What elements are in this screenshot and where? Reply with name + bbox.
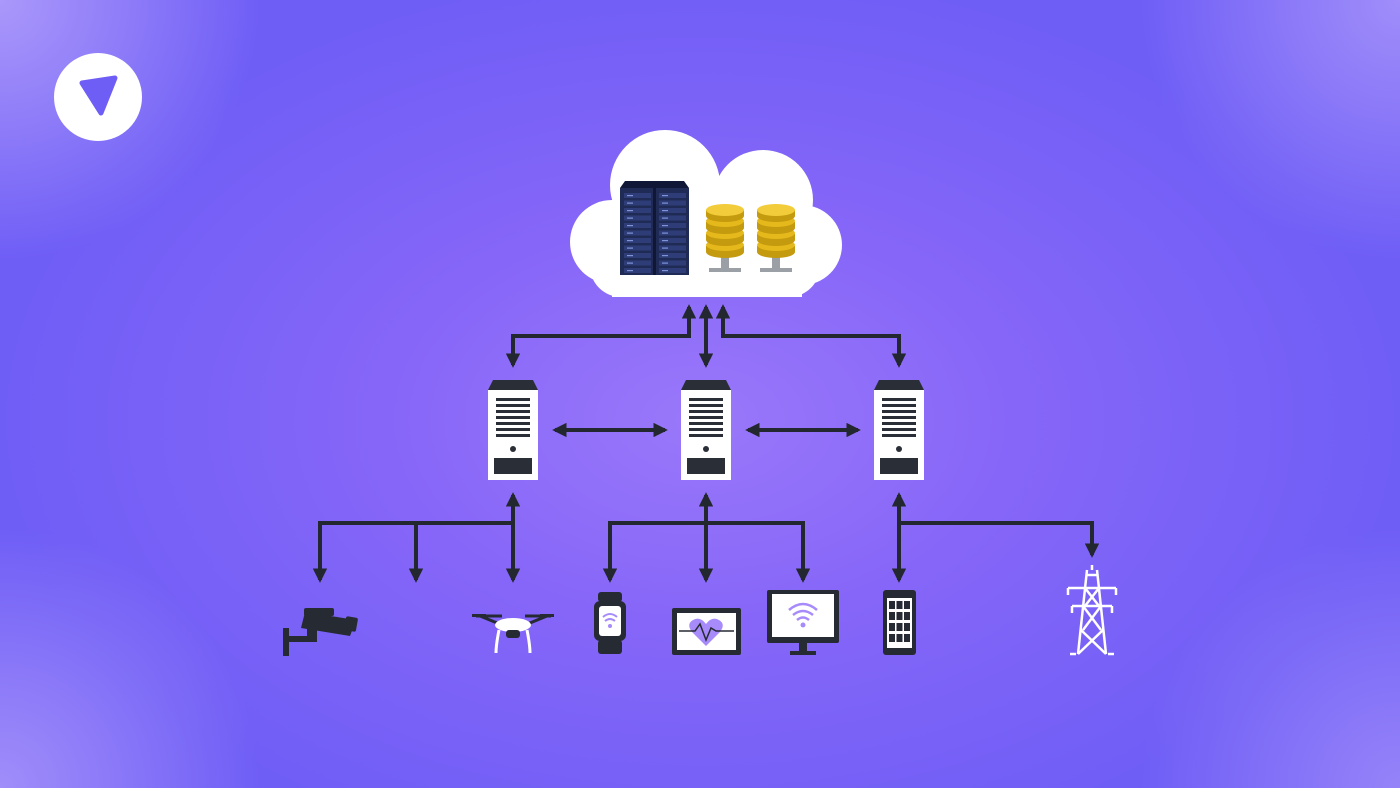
rack-led [662, 210, 668, 212]
connectors [312, 304, 1100, 583]
power-tower-icon [1066, 565, 1118, 656]
rack-slot [624, 193, 651, 198]
rack-slot [624, 223, 651, 228]
rack-led [627, 225, 633, 227]
rack-slot [624, 215, 651, 221]
phone-app-tile [904, 612, 910, 620]
rack-led [662, 225, 668, 227]
server-rack-icon [620, 181, 689, 275]
rack-led [662, 195, 668, 197]
rack-led [627, 210, 633, 212]
rack-slot [624, 208, 651, 213]
rack-led [662, 247, 668, 249]
rack-slot [659, 193, 686, 198]
rack-slot [624, 200, 651, 206]
phone-app-tile [904, 601, 910, 609]
rack-slot [624, 238, 651, 243]
rack-slot [659, 253, 686, 258]
connector-cloud-right [715, 304, 907, 368]
desktop-monitor-icon [767, 590, 839, 655]
rack-led [662, 217, 668, 219]
rack-slot [624, 268, 651, 273]
connector-left-branch [312, 521, 513, 583]
rack-led [627, 240, 633, 242]
rack-slot [659, 230, 686, 236]
edge-server-right[interactable] [874, 380, 924, 480]
phone-app-tile [889, 601, 895, 609]
brand-logo[interactable] [54, 53, 142, 141]
server-tower-icon [488, 380, 538, 480]
phone-app-tile [889, 634, 895, 642]
rack-slot [659, 245, 686, 251]
security-camera-icon [283, 608, 358, 656]
phone-app-tile [904, 623, 910, 631]
smartphone-icon [883, 590, 916, 655]
server-tower-icon [681, 380, 731, 480]
rack-slot [624, 245, 651, 251]
rack-led [662, 255, 668, 257]
phone-app-tile [889, 612, 895, 620]
phone-app-tile [896, 601, 903, 609]
rack-slot [659, 238, 686, 243]
rack-led [662, 270, 668, 272]
rack-led [627, 247, 633, 249]
rack-led [627, 232, 633, 234]
rack-slot [659, 208, 686, 213]
heart-monitor-icon [672, 608, 741, 655]
edge-server-center[interactable] [681, 380, 731, 480]
connector-right-branch [899, 521, 1100, 558]
rack-led [627, 270, 633, 272]
drone-icon [472, 614, 554, 654]
rack-led [627, 262, 633, 264]
rack-led [662, 262, 668, 264]
rack-slot [624, 253, 651, 258]
play-triangle-icon [79, 75, 118, 116]
rack-slot [659, 260, 686, 266]
rack-led [627, 255, 633, 257]
phone-app-tile [889, 623, 895, 631]
smartwatch-icon [594, 592, 626, 654]
rack-slot [624, 230, 651, 236]
rack-slot [659, 223, 686, 228]
phone-app-tile [896, 623, 903, 631]
rack-led [662, 232, 668, 234]
connector-cloud-left [505, 304, 697, 368]
phone-app-tile [896, 634, 903, 642]
rack-slot [659, 268, 686, 273]
rack-slot [624, 260, 651, 266]
phone-app-tile [896, 612, 903, 620]
connector-center-branch [602, 521, 811, 583]
server-tower-icon [874, 380, 924, 480]
rack-slot [659, 215, 686, 221]
rack-led [662, 202, 668, 204]
rack-led [627, 217, 633, 219]
rack-slot [659, 200, 686, 206]
rack-led [662, 240, 668, 242]
phone-app-tile [904, 634, 910, 642]
edge-server-left[interactable] [488, 380, 538, 480]
rack-led [627, 202, 633, 204]
rack-led [627, 195, 633, 197]
